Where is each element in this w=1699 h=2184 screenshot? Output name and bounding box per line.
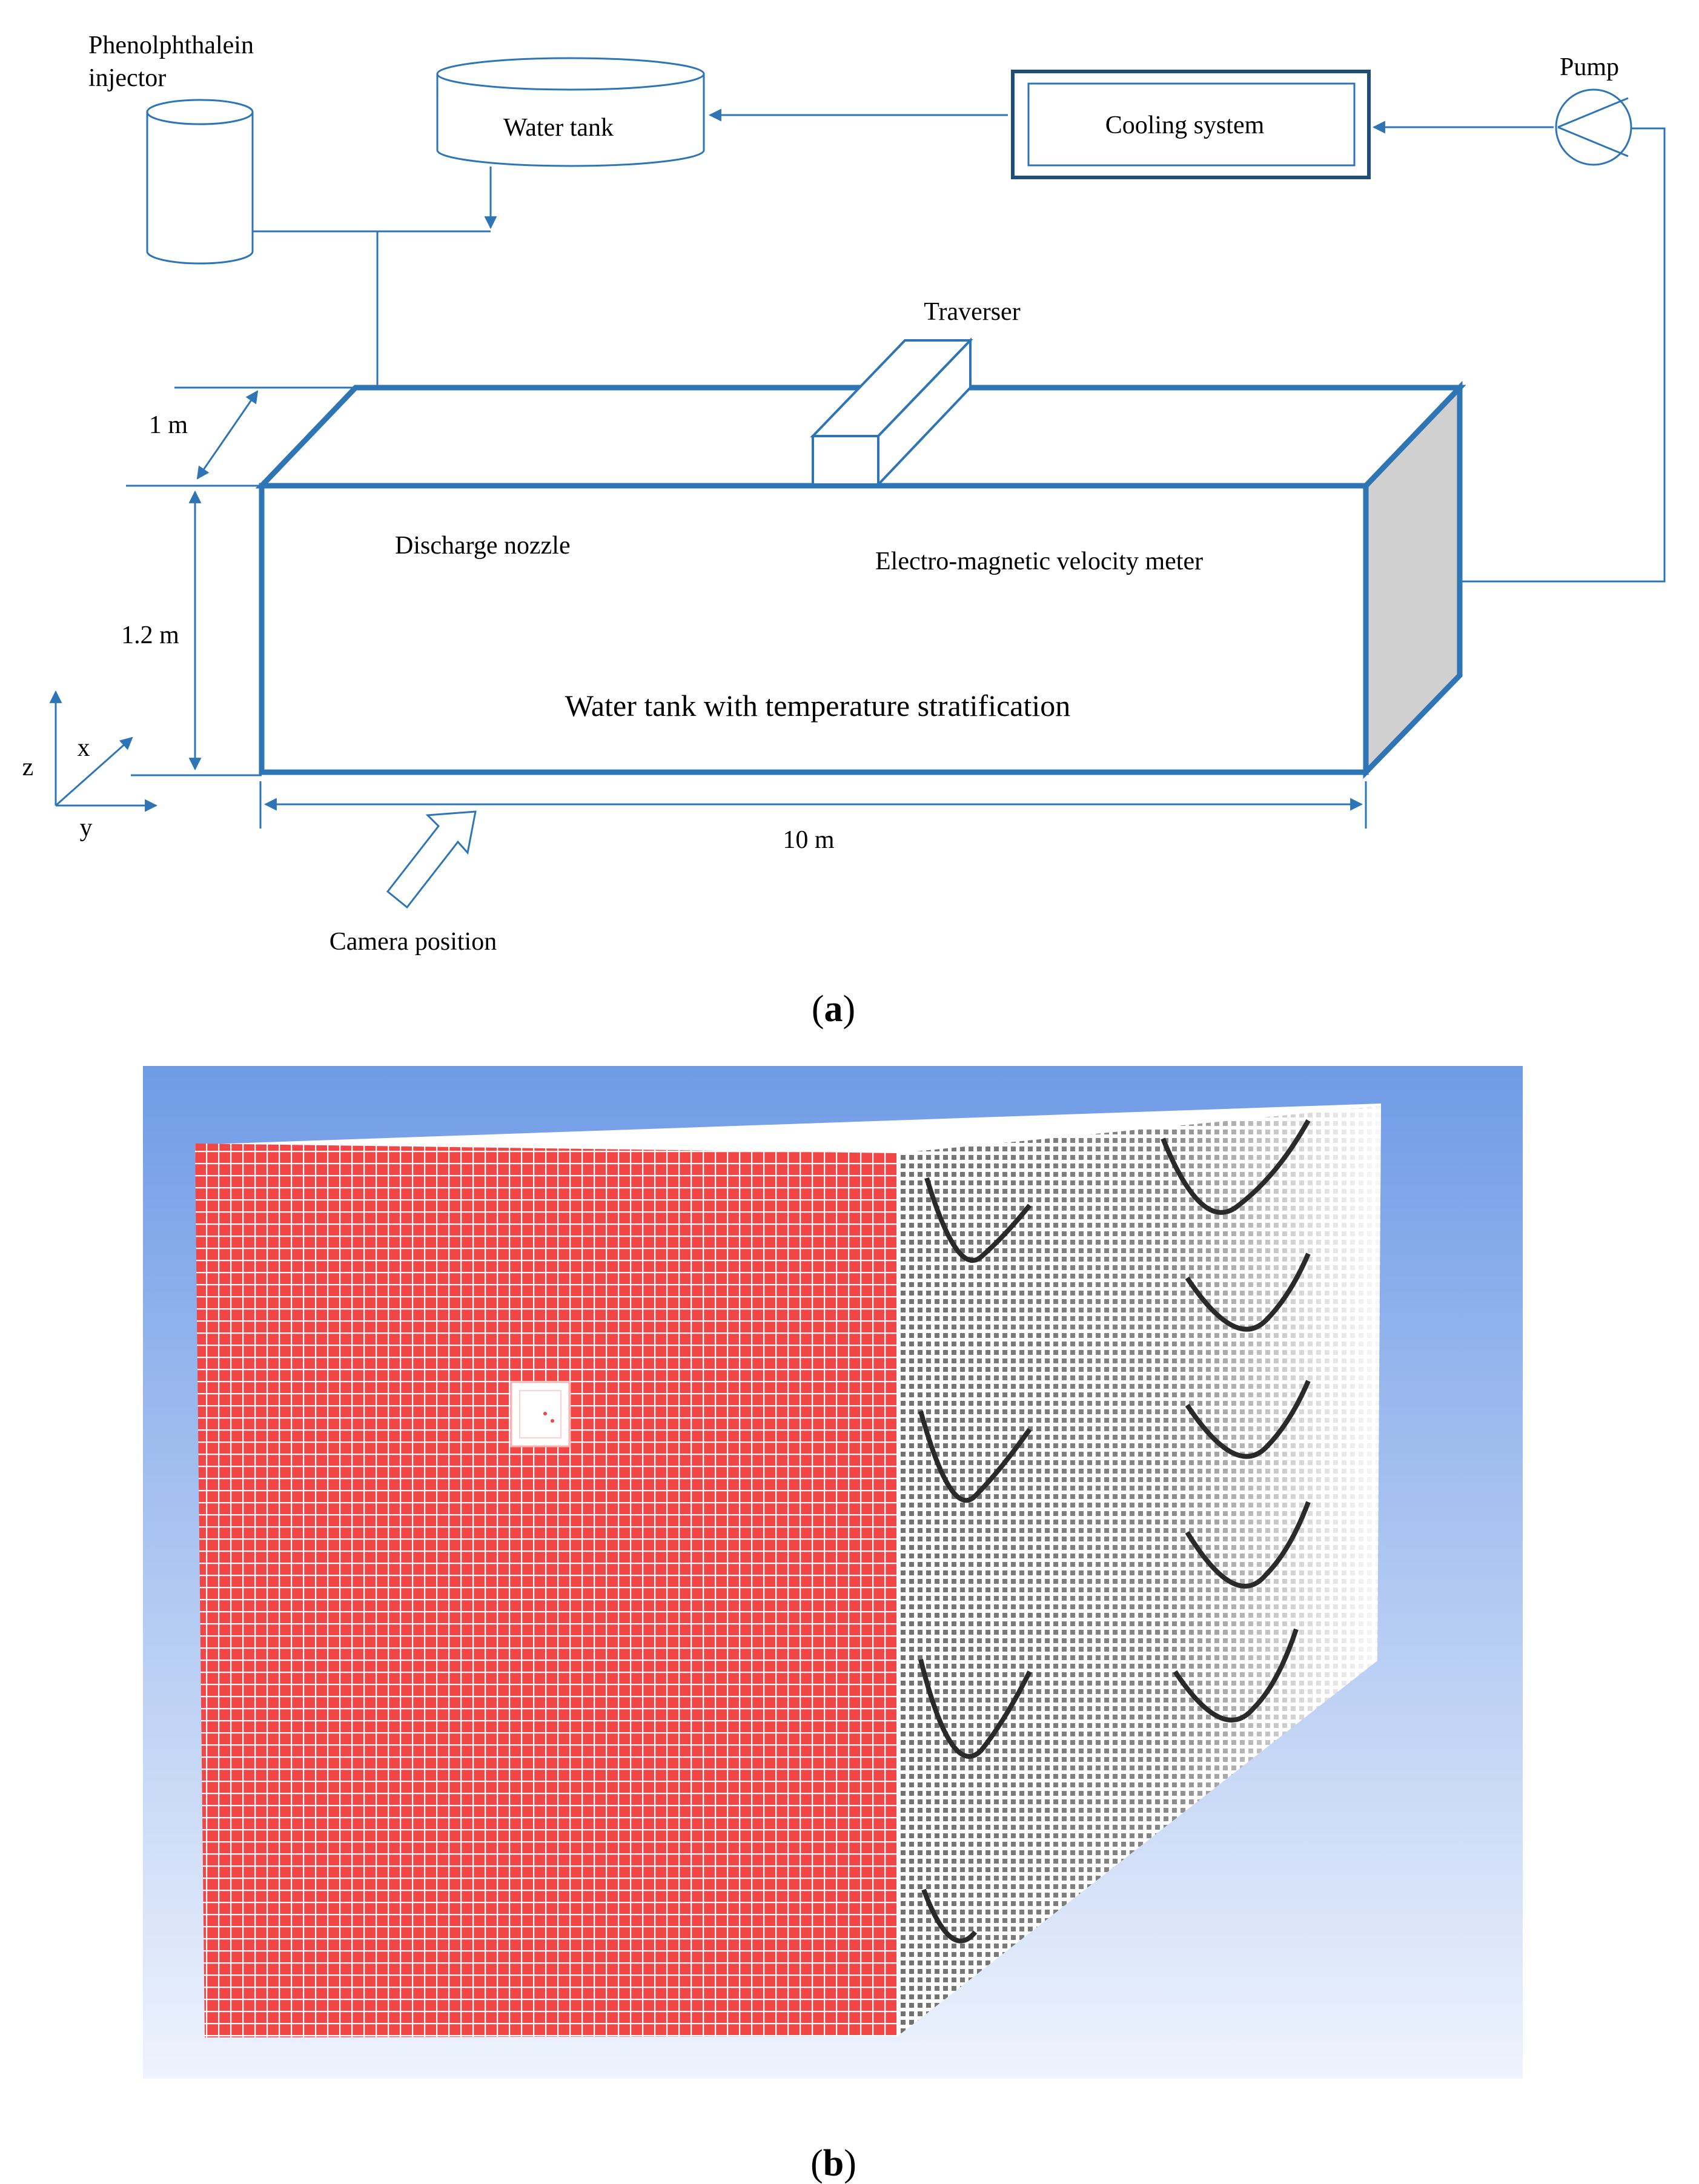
velocity-meter-label: Electro-magnetic velocity meter <box>875 548 1203 575</box>
traverser <box>810 337 973 488</box>
main-tank-label: Water tank with temperature stratificati… <box>565 689 1071 723</box>
phenolphthalein-label-line1: Phenolphthalein <box>88 31 254 59</box>
caption-b: (b) <box>810 2143 856 2184</box>
pump-symbol <box>1555 88 1632 166</box>
phenolphthalein-label-line2: injector <box>88 64 166 92</box>
water-tank-label: Water tank <box>503 114 614 142</box>
cooling-system-label: Cooling system <box>1105 111 1265 139</box>
water-tank-cylinder <box>436 57 705 167</box>
mesh-side-face <box>898 1106 1381 2036</box>
camera-position-arrow <box>386 810 477 909</box>
traverser-label: Traverser <box>924 298 1020 326</box>
axis-z-label: z <box>22 753 34 781</box>
pump-label: Pump <box>1560 53 1619 81</box>
dimension-lines <box>126 386 1367 829</box>
height-dimension-label: 1.2 m <box>121 621 179 649</box>
camera-position-label: Camera position <box>330 928 497 956</box>
mesh-front-face <box>195 1143 898 2037</box>
phenolphthalein-injector <box>146 99 254 265</box>
caption-a: (a) <box>812 988 855 1030</box>
discharge-nozzle-label: Discharge nozzle <box>395 532 571 560</box>
length-dimension-label: 10 m <box>783 826 835 854</box>
coordinate-axes <box>49 690 158 812</box>
mesh-top-face <box>195 1104 1381 1153</box>
main-water-tank <box>255 380 1466 779</box>
cooling-system-box <box>1011 70 1371 179</box>
axis-x-label: x <box>78 734 90 762</box>
nozzle-refinement-region <box>510 1381 571 1448</box>
schematic-diagram: Phenolphthalein injector Water tank Cool… <box>22 31 1666 1030</box>
width-dimension-label: 1 m <box>149 411 188 439</box>
axis-y-label: y <box>80 814 93 842</box>
mesh-figure: (b) <box>143 1066 1523 2184</box>
